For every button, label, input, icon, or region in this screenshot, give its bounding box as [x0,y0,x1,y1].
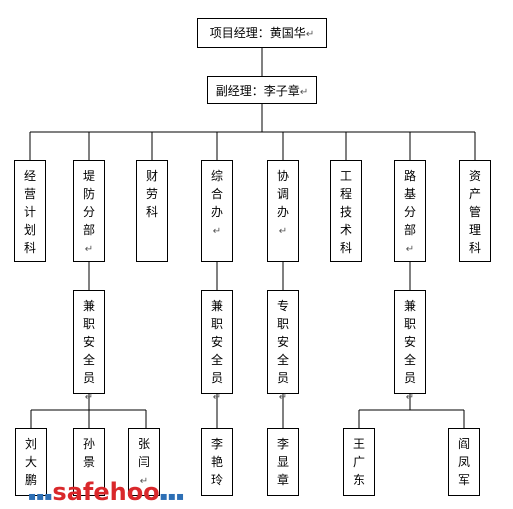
watermark-text: safehoo [52,478,160,506]
safety-officer-xietiao-box: 专职安全员↵ [267,290,299,403]
staff-box: 李显章 [267,428,299,496]
safety-officer-luji-label: 兼职安全员 [403,299,416,385]
dept-cailao-box: 财劳科 [136,160,168,262]
dept-jingying-label: 经营计划科 [23,169,36,255]
watermark-dots: ▪▪▪ [28,489,53,503]
staff-label: 王广东 [352,437,365,487]
dept-gongcheng-label: 工程技术科 [339,169,352,255]
dept-luji-label: 路基分部 [403,169,416,237]
safety-officer-zonghe-box: 兼职安全员↵ [201,290,233,403]
safety-officer-luji-box: 兼职安全员↵ [394,290,426,403]
safehoo-watermark: ▪▪▪safehoo▪▪▪ [28,478,185,506]
staff-label: 李艳玲 [210,437,223,487]
staff-label: 阎凤军 [457,437,470,487]
dept-zonghe-label: 综合办 [210,169,223,219]
dept-zichan-label: 资产管理科 [468,169,481,255]
dept-xietiao-label: 协调办 [276,169,289,219]
staff-box: 王广东 [343,428,375,496]
staff-box: 李艳玲 [201,428,233,496]
dept-xietiao-box: 协调办↵ [267,160,299,262]
dept-jingying-box: 经营计划科 [14,160,46,262]
dept-difang-label: 堤防分部 [82,169,95,237]
staff-box: 阎凤军 [448,428,480,496]
safety-officer-zonghe-label: 兼职安全员 [210,299,223,385]
dept-difang-box: 堤防分部↵ [73,160,105,262]
staff-label: 李显章 [276,437,289,487]
safety-officer-difang-box: 兼职安全员↵ [73,290,105,403]
staff-label: 刘大鹏 [24,437,37,487]
dept-zichan-box: 资产管理科 [459,160,491,262]
project-manager-box: 项目经理：黄国华↵ [197,18,327,48]
dept-zonghe-box: 综合办↵ [201,160,233,262]
staff-box: 张闫↵ [128,428,160,496]
staff-box: 刘大鹏 [15,428,47,496]
dept-luji-box: 路基分部↵ [394,160,426,262]
staff-box: 孙景 [73,428,105,496]
project-manager-label: 项目经理：黄国华 [209,26,306,40]
safety-officer-xietiao-label: 专职安全员 [276,299,289,385]
staff-label: 张闫 [137,437,150,469]
safety-officer-difang-label: 兼职安全员 [82,299,95,385]
staff-label: 孙景 [82,437,95,469]
dept-cailao-label: 财劳科 [145,169,158,219]
deputy-manager-label: 副经理：李子章 [215,84,300,98]
dept-gongcheng-box: 工程技术科 [330,160,362,262]
deputy-manager-box: 副经理：李子章↵ [207,76,317,104]
